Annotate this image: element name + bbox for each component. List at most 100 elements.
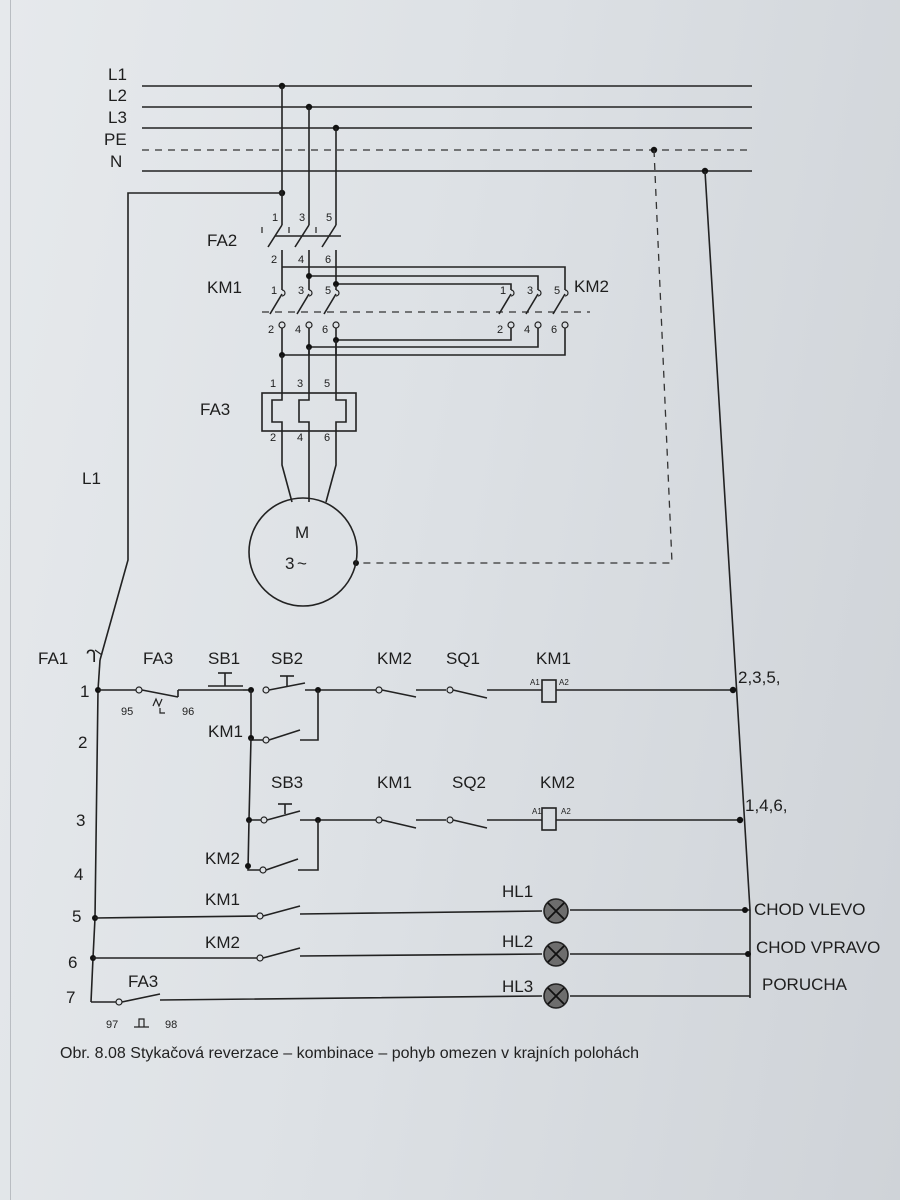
row-number: 1: [80, 682, 89, 701]
fa2-label: FA2: [207, 231, 237, 250]
bus-label-n: N: [110, 152, 122, 171]
km1-terminal: 3: [298, 285, 304, 297]
bus-label-l2: L2: [108, 86, 127, 105]
coil-a1: A1: [530, 678, 540, 687]
fa3-terminal: 1: [270, 378, 276, 390]
lamp-hl2: [543, 941, 569, 967]
row3-wiring: [246, 737, 744, 831]
control-feed-wire: [99, 192, 282, 661]
control-left-rail: [90, 689, 99, 1003]
km1-label: KM1: [207, 278, 242, 297]
km1-terminal: 2: [268, 324, 274, 336]
lamp-hl3: [543, 983, 569, 1009]
lamp-hl1: [543, 898, 569, 924]
km2-terminal: 1: [500, 285, 506, 297]
coil-a2: A2: [561, 807, 571, 816]
fa2-terminal: 4: [298, 254, 304, 266]
km1-lamp-contact-label: KM1: [205, 890, 240, 909]
fa3-lamp-contact-label: FA3: [128, 972, 158, 991]
fa2-terminal: 2: [271, 254, 277, 266]
km2-hold-label: KM2: [205, 849, 240, 868]
bus-label-l3: L3: [108, 108, 127, 127]
pe-wire: [356, 149, 673, 564]
figure-caption: Obr. 8.08 Stykačová reverzace – kombinac…: [60, 1045, 639, 1062]
row-number: 6: [68, 953, 77, 972]
fa3-terminal: 5: [324, 378, 330, 390]
row6-wiring: [93, 947, 751, 962]
km2-terminal: 3: [527, 285, 533, 297]
km1-coil-label: KM1: [536, 649, 571, 668]
thermal-relay-fa3: [261, 392, 357, 432]
row-number: 2: [78, 733, 87, 752]
km2-terminal: 6: [551, 324, 557, 336]
km2-coil-label: KM2: [540, 773, 575, 792]
fa2-terminal: 3: [299, 212, 305, 224]
row-number: 4: [74, 865, 83, 884]
km2-terminal: 2: [497, 324, 503, 336]
km2-interlock-label: KM2: [377, 649, 412, 668]
motor: [248, 497, 358, 607]
page-edge: [10, 0, 11, 1200]
l1-side-label: L1: [82, 469, 101, 488]
row-number: 7: [66, 988, 75, 1007]
fa3-terminal: 3: [297, 378, 303, 390]
fa3-terminal: 4: [297, 432, 303, 444]
bus-label-pe: PE: [104, 130, 127, 149]
sq1-label: SQ1: [446, 649, 480, 668]
motor-feed-wires: [281, 431, 337, 503]
hl3-label: HL3: [502, 977, 533, 996]
km1-terminal: 6: [322, 324, 328, 336]
sb3-label: SB3: [271, 773, 303, 792]
km2-terminal: 4: [524, 324, 530, 336]
phase-wires-lower: [281, 340, 337, 393]
fa1-label: FA1: [38, 649, 68, 668]
km1-terminal: 4: [295, 324, 301, 336]
fa3-terminal: 6: [324, 432, 330, 444]
sb1-label: SB1: [208, 649, 240, 668]
sb2-label: SB2: [271, 649, 303, 668]
km2-terminal: 5: [554, 285, 560, 297]
fa3-label: FA3: [200, 400, 230, 419]
km1-interlock-label: KM1: [377, 773, 412, 792]
fa3-lamp-terminal: 97: [106, 1019, 118, 1031]
power-bus: [142, 85, 752, 172]
fa3-aux-terminal: 96: [182, 706, 194, 718]
fa2-terminal: 1: [272, 212, 278, 224]
coil-a2: A2: [559, 678, 569, 687]
km1-contact-reference: 2,3,5,: [738, 668, 781, 687]
km1-hold-label: KM1: [208, 722, 243, 741]
contactor-km2-main: [279, 285, 569, 358]
motor-ac-symbol: ~: [297, 554, 307, 573]
fa3-aux-terminal: 95: [121, 706, 133, 718]
fa1-symbol: ᒉ: [86, 647, 97, 666]
motor-phase-count: 3: [285, 554, 294, 573]
row4-wiring: [245, 819, 319, 874]
row-number: 5: [72, 907, 81, 926]
coil-a1: A1: [532, 807, 542, 816]
reversing-bridge-wires: [282, 266, 566, 287]
breaker-fa1: [94, 649, 103, 691]
fa2-terminal: 6: [325, 254, 331, 266]
fa3-terminal: 2: [270, 432, 276, 444]
hl1-label: HL1: [502, 882, 533, 901]
km2-lamp-contact-label: KM2: [205, 933, 240, 952]
hl2-output-label: CHOD VPRAVO: [756, 938, 880, 957]
circuit-breaker-fa2: [261, 224, 341, 285]
row5-wiring: [94, 905, 750, 920]
km2-label: KM2: [574, 277, 609, 296]
fa3-lamp-terminal: 98: [165, 1019, 177, 1031]
row-number: 3: [76, 811, 85, 830]
row7-wiring: [91, 993, 750, 1028]
fa3-aux-label: FA3: [143, 649, 173, 668]
motor-label: M: [295, 523, 309, 542]
bus-label-l1: L1: [108, 65, 127, 84]
neutral-wire: [704, 170, 751, 998]
fa2-terminal: 5: [326, 212, 332, 224]
contactor-km1-main: [269, 285, 340, 355]
row1-wiring: [98, 672, 737, 714]
km1-terminal: 5: [325, 285, 331, 297]
km2-contact-reference: 1,4,6,: [745, 796, 788, 815]
km1-terminal: 1: [271, 285, 277, 297]
sq2-label: SQ2: [452, 773, 486, 792]
